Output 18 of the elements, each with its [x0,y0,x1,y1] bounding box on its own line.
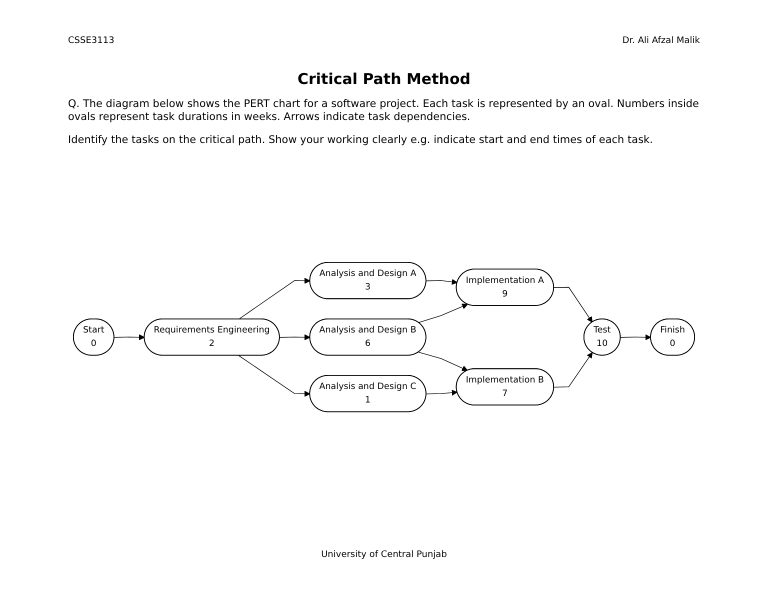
arrow [426,278,458,285]
arrow [426,390,458,396]
course-code: CSSE3113 [68,36,114,46]
pert-chart: Start 0 Requirements Engineering 2 Analysis and Design A 3 Analysis and Design B 6 Analysis and Design C 1 Implementation A 9 Implementation B 7 Test 10 Finish 0 [68,256,700,418]
arrow [418,304,468,323]
arrow [114,334,145,340]
arrow [279,334,310,340]
caption: University of Central Punjab [320,550,448,560]
question-text: Identify the tasks on the critical path. Show your working clearly e.g. indicate start and end times of each task. [68,134,654,147]
arrow [238,355,310,397]
title: Critical Path Method [296,70,472,88]
arrow [554,352,593,388]
arrow [238,278,310,320]
arrow [554,286,593,322]
author-name: Dr. Ali Afzal Malik [622,36,700,46]
arrow [418,352,468,371]
question-text: Q. The diagram below shows the PERT chart for a software project. Each task is represented by an oval. Numbers inside ovals represent task durations in weeks. Arrows indicate task dependencies. [68,98,700,124]
arrow [620,334,652,340]
